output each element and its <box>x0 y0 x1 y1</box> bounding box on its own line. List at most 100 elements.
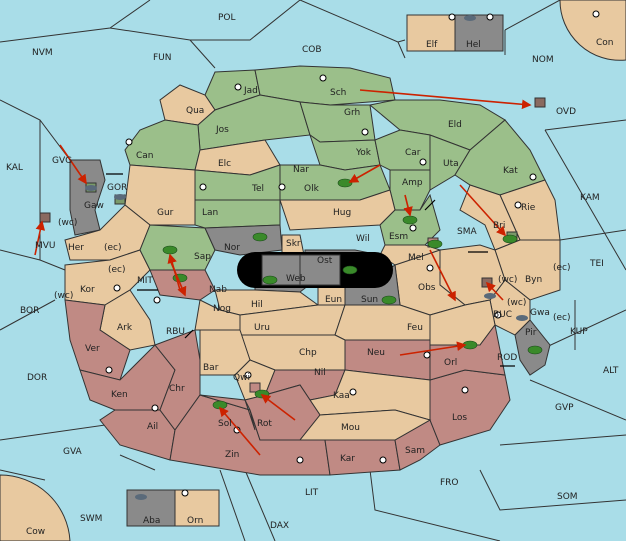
label-Sap: Sap <box>194 252 211 262</box>
territory-orn[interactable] <box>174 489 220 527</box>
label-Los: Los <box>452 413 467 423</box>
label-Car: Car <box>405 148 421 158</box>
army-icon <box>527 345 543 355</box>
label-OVD: OVD <box>556 107 576 117</box>
label-Gwa: Gwa <box>530 308 550 318</box>
label-Orl: Orl <box>444 358 457 368</box>
army-icon <box>252 232 268 242</box>
army-icon <box>462 340 478 350</box>
label-Nil: Nil <box>314 368 326 378</box>
label-Pir: Pir <box>525 328 537 338</box>
label-GVP: GVP <box>555 403 574 413</box>
label-Kat: Kat <box>503 166 518 176</box>
territory-labels: POL COB NVM FUN NOM Con Elf Hel KAL GVG … <box>6 13 619 537</box>
label-GOR: GOR <box>107 183 127 193</box>
label-Jos: Jos <box>215 125 229 135</box>
label-wc4: (wc) <box>507 298 526 308</box>
label-SOM: SOM <box>557 492 578 502</box>
label-MIT: MIT <box>137 276 153 286</box>
label-Gaw: Gaw <box>84 201 104 211</box>
territory-hel[interactable] <box>454 14 504 52</box>
label-Ver: Ver <box>85 344 100 354</box>
label-Yok: Yok <box>355 148 372 158</box>
ship-icon <box>484 293 496 299</box>
label-Bar: Bar <box>203 363 219 373</box>
label-Bri: Bri <box>493 221 505 231</box>
strait-connectors <box>106 173 515 367</box>
label-wc2: (wc) <box>54 291 73 301</box>
label-Olk: Olk <box>304 184 320 194</box>
label-Wil: Wil <box>356 234 370 244</box>
label-Jad: Jad <box>243 86 258 96</box>
label-Obs: Obs <box>418 283 436 293</box>
label-Web: Web <box>286 274 306 284</box>
label-Ail: Ail <box>147 422 158 432</box>
label-Hil: Hil <box>251 300 263 310</box>
army-icon <box>342 265 358 275</box>
label-Gur: Gur <box>157 208 174 218</box>
label-GVG: GVG <box>52 156 72 166</box>
supply-centers <box>105 10 600 497</box>
label-Rot: Rot <box>257 419 272 429</box>
ship-icon <box>516 315 528 321</box>
label-DOR: DOR <box>27 373 47 383</box>
label-ec3: (ec) <box>553 263 571 273</box>
ship-icon <box>85 185 97 191</box>
label-GVA: GVA <box>63 447 83 457</box>
army-icon <box>402 215 418 225</box>
label-Hug: Hug <box>333 208 351 218</box>
label-Skr: Skr <box>286 239 301 249</box>
label-Rie: Rie <box>521 203 536 213</box>
label-Sun: Sun <box>361 295 378 305</box>
label-Nor: Nor <box>224 243 240 253</box>
label-Hel: Hel <box>466 40 481 50</box>
army-icon <box>502 234 518 244</box>
label-Chr: Chr <box>169 384 185 394</box>
label-Her: Her <box>68 243 84 253</box>
territory-con[interactable] <box>559 0 626 61</box>
label-Amp: Amp <box>402 178 423 188</box>
army-icon <box>381 295 397 305</box>
label-Feu: Feu <box>407 323 423 333</box>
label-SMA: SMA <box>457 227 477 237</box>
label-Tel: Tel <box>251 184 264 194</box>
army-icon <box>337 178 353 188</box>
label-Ken: Ken <box>111 390 128 400</box>
label-Con: Con <box>596 38 614 48</box>
ship-icon <box>114 194 126 200</box>
label-KAM: KAM <box>580 193 600 203</box>
label-FUN: FUN <box>153 53 172 63</box>
move-orders <box>34 89 532 456</box>
label-Ost: Ost <box>317 256 333 266</box>
label-RDD: ROD <box>497 353 517 363</box>
label-KUP: KUP <box>570 327 588 337</box>
label-BOR: BOR <box>20 306 39 316</box>
label-Qua: Qua <box>186 106 204 116</box>
label-Elf: Elf <box>426 40 438 50</box>
label-TEI: TEI <box>589 259 604 269</box>
north-territories <box>124 65 561 251</box>
label-MVU: MVU <box>35 241 56 251</box>
label-KAL: KAL <box>6 163 23 173</box>
label-ec2: (ec) <box>108 265 126 275</box>
label-Kar: Kar <box>340 454 355 464</box>
label-Kaa: Kaa <box>333 391 350 401</box>
label-POL: POL <box>218 13 236 23</box>
label-wc3: (wc) <box>498 275 517 285</box>
army-icon <box>162 245 178 255</box>
label-Uru: Uru <box>254 323 270 333</box>
label-Grh: Grh <box>344 108 360 118</box>
label-Eld: Eld <box>448 120 462 130</box>
label-Nab: Nab <box>209 285 227 295</box>
fleet-icon <box>39 212 51 223</box>
label-Lan: Lan <box>202 208 218 218</box>
label-Aba: Aba <box>143 516 160 526</box>
label-BUC: BUC <box>493 310 512 320</box>
label-FRO: FRO <box>440 478 459 488</box>
territory-elf[interactable] <box>406 14 456 52</box>
label-Mou: Mou <box>341 423 360 433</box>
label-wc1: (wc) <box>58 218 77 228</box>
label-Zin: Zin <box>225 450 239 460</box>
label-Nog: Nog <box>213 304 231 314</box>
territory-cow[interactable] <box>0 474 71 541</box>
